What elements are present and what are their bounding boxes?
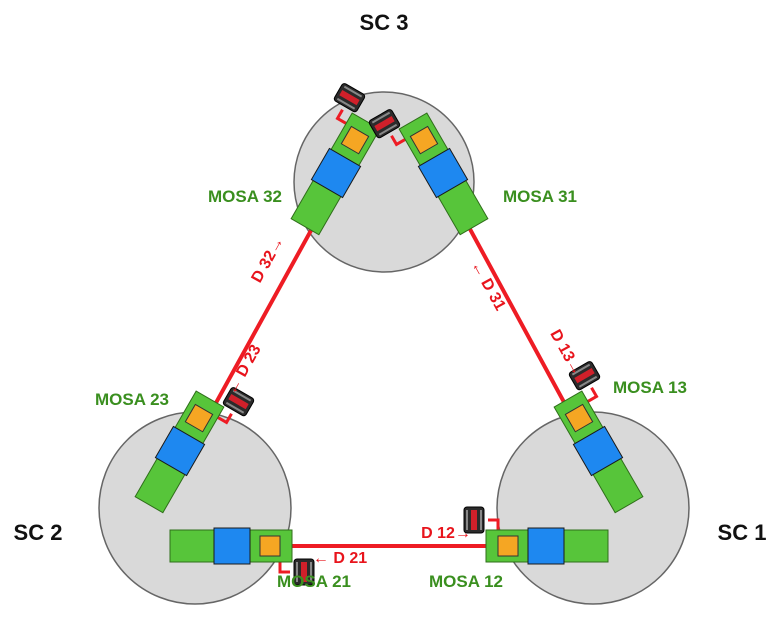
spacecraft-label-sc2: SC 2: [14, 520, 63, 545]
laser-source-icon: [222, 387, 255, 417]
spacecraft-label-sc1: SC 1: [718, 520, 767, 545]
mosa-label-m23: MOSA 23: [95, 390, 169, 409]
spacecraft-label-sc3: SC 3: [360, 10, 409, 35]
link-label-d12: D 12→: [421, 525, 471, 542]
telescope-icon: [572, 425, 624, 477]
optical-bench-icon: [564, 403, 594, 433]
mosa-m12: [463, 506, 609, 565]
laser-source-icon: [333, 83, 366, 113]
laser-source-icon: [568, 361, 601, 391]
optical-bench-icon: [340, 125, 370, 155]
mosa-m32: [290, 83, 381, 236]
link-label-d13: D 13→: [546, 327, 585, 379]
optical-bench-icon: [409, 125, 439, 155]
mosa-label-m12: MOSA 12: [429, 572, 503, 591]
laser-source-icon: [293, 558, 315, 586]
link-label-d21: ← D 21: [313, 550, 367, 567]
optical-bench-icon: [184, 403, 214, 433]
telescope-icon: [154, 425, 206, 477]
telescope-icon: [417, 147, 469, 199]
mosa-m21: [169, 527, 315, 586]
telescope-icon: [527, 527, 565, 565]
optical-bench-icon: [497, 535, 519, 557]
mosa-m31: [368, 109, 489, 236]
telescope-icon: [213, 527, 251, 565]
mosa-label-m32: MOSA 32: [208, 187, 282, 206]
mosa-m13: [553, 361, 644, 514]
laser-source-icon: [368, 109, 401, 139]
mosa-label-m13: MOSA 13: [613, 378, 687, 397]
mosa-m23: [134, 387, 255, 514]
laser-source-icon: [463, 506, 485, 534]
mosa-label-m21: MOSA 21: [277, 572, 351, 591]
mosa-label-m31: MOSA 31: [503, 187, 577, 206]
optical-bench-icon: [259, 535, 281, 557]
link-label-d23: ← D 23: [223, 342, 264, 398]
link-label-d32: D 32→: [249, 234, 288, 286]
telescope-icon: [310, 147, 362, 199]
